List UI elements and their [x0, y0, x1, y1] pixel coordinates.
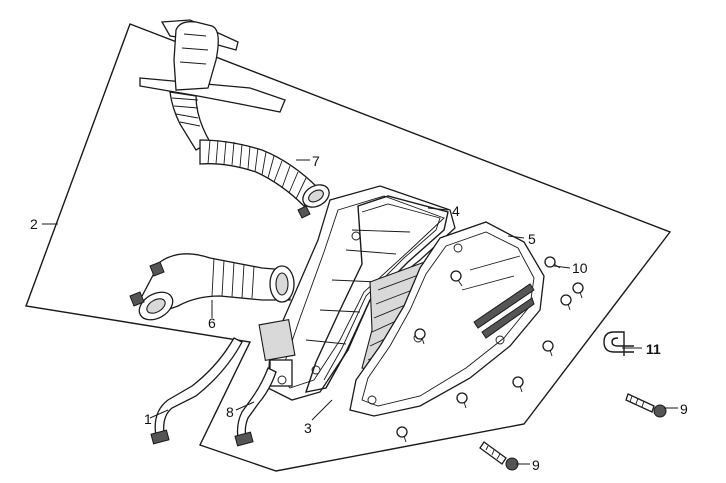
air-cleaner-case-rear: [258, 185, 456, 401]
callout-6: 6: [208, 315, 216, 331]
callout-1: 1: [144, 411, 152, 427]
screw-set: [396, 256, 584, 443]
callout-4: 4: [452, 203, 460, 219]
callout-labels: 1 2 3 4 5 6 7 8 9 9 10 11: [30, 153, 688, 473]
callout-8: 8: [226, 404, 234, 420]
intake-duct: [129, 253, 295, 321]
screw: [456, 392, 468, 409]
assembly-boundary: [25, 23, 672, 472]
clip: [603, 331, 634, 356]
screw: [572, 282, 584, 299]
callout-10: 10: [572, 260, 588, 276]
screw: [450, 270, 463, 287]
gasket: [304, 195, 449, 393]
callout-9-upper: 9: [680, 401, 688, 417]
drain-tube-8: [234, 367, 277, 447]
callout-9-lower: 9: [532, 457, 540, 473]
callout-7: 7: [312, 153, 320, 169]
leader-lines: [42, 159, 678, 465]
screw: [396, 426, 408, 443]
callout-2: 2: [30, 216, 38, 232]
bolt-upper: [625, 393, 667, 418]
bolt-lower: [479, 441, 519, 471]
screw: [414, 328, 426, 345]
corrugated-hose: [199, 139, 330, 219]
screw: [560, 294, 572, 311]
callout-3: 3: [304, 420, 312, 436]
screw: [542, 340, 554, 357]
callout-5: 5: [528, 231, 536, 247]
drain-tube-1: [150, 337, 243, 445]
callout-11: 11: [646, 341, 661, 357]
screw: [512, 376, 524, 393]
air-cleaner-cover: [349, 221, 545, 417]
intake-snorkel: [139, 19, 286, 151]
